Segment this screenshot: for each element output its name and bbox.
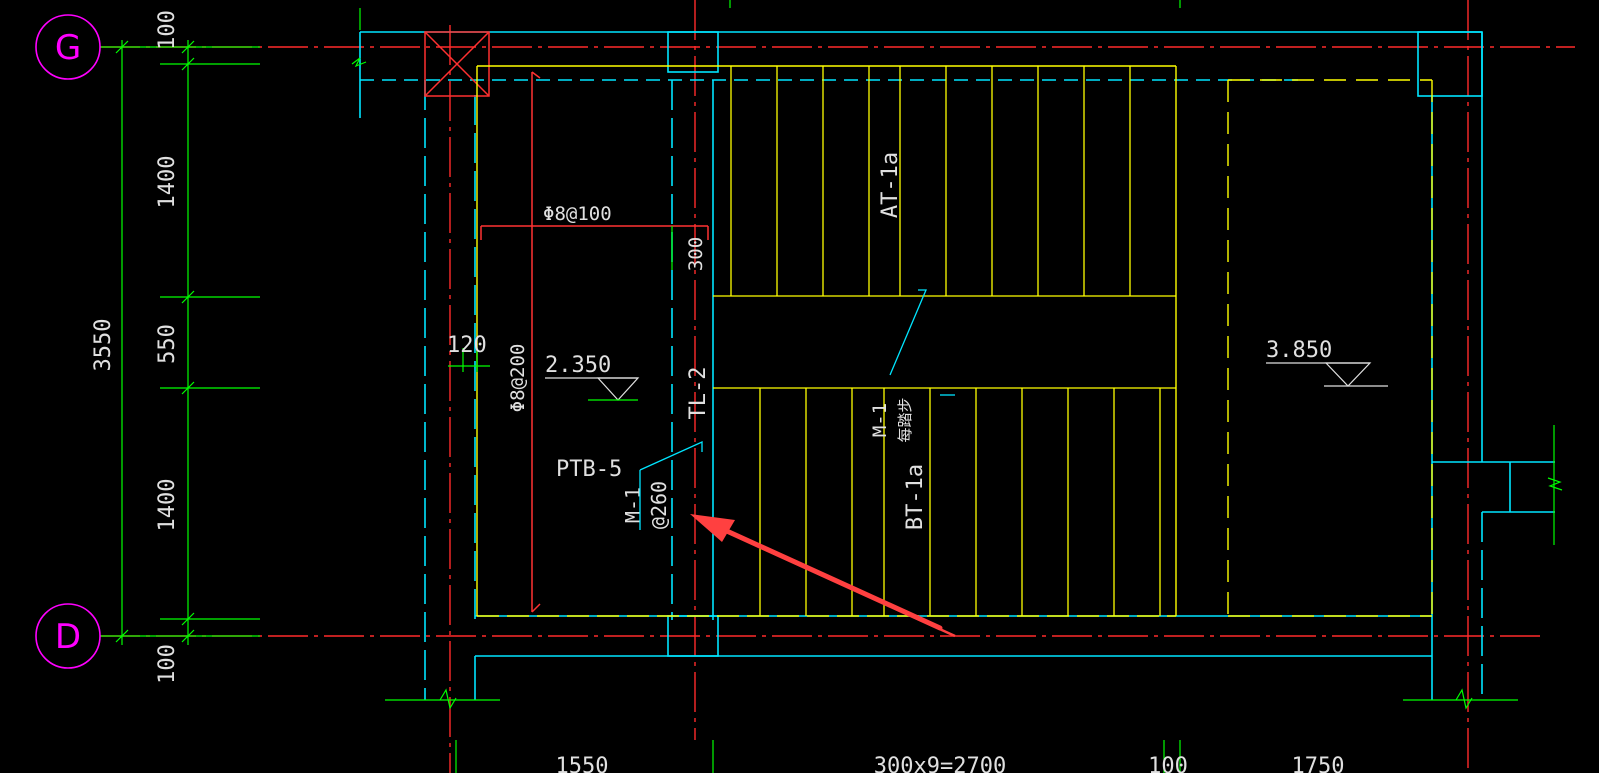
dim-bottom-100: 100 [1148, 754, 1188, 773]
dim-bottom-1750: 1750 [1292, 754, 1345, 773]
label-dim-120: 120 [447, 333, 487, 358]
elevation-mark-left: 2.350 [545, 353, 640, 401]
grid-label-d: D [55, 617, 81, 657]
grid-bubble-d: D [35, 603, 101, 669]
label-m1-center-note: 每踏步 [896, 397, 914, 442]
dimension-lines [100, 0, 1555, 773]
label-rebar-side: Φ8@200 [507, 344, 529, 413]
elevation-right-text: 3.850 [1266, 338, 1332, 363]
label-rebar-top: Φ8@100 [543, 203, 612, 225]
dim-bottom-steps: 300x9=2700 [874, 754, 1006, 773]
dim-bottom-1550: 1550 [556, 754, 609, 773]
dim-seg-4: 1400 [155, 479, 180, 532]
stair-flight-lower [713, 387, 1176, 616]
break-symbols [351, 57, 1563, 710]
label-dim-300: 300 [685, 237, 707, 271]
walls [359, 31, 1555, 700]
elevation-left-text: 2.350 [545, 353, 611, 378]
leader-lines [639, 289, 955, 530]
rebar [480, 71, 709, 613]
grid-label-g: G [55, 28, 81, 68]
label-slab: PTB-5 [556, 457, 622, 482]
arrow-pointer-icon [690, 514, 956, 638]
label-m1-left-spacing: @260 [647, 481, 671, 529]
landing-outlines [476, 65, 1433, 617]
column-cross [424, 31, 490, 97]
elevation-mark-right: 3.850 [1266, 338, 1388, 387]
grid-bubble-g: G [35, 14, 101, 80]
dim-seg-3: 550 [155, 324, 180, 364]
label-stair-upper: AT-1a [878, 152, 903, 218]
stair-flight-upper [713, 66, 1176, 297]
dim-total: 3550 [91, 319, 116, 372]
label-beam: TL-2 [686, 367, 711, 420]
label-m1-center: M-1 [869, 403, 891, 437]
dim-seg-5: 100 [155, 644, 180, 684]
axis-lines [100, 0, 1575, 773]
dim-seg-1: 100 [155, 10, 180, 50]
label-m1-left: M-1 [621, 487, 645, 523]
label-stair-lower: BT-1a [903, 464, 928, 530]
dim-seg-2: 1400 [155, 156, 180, 209]
